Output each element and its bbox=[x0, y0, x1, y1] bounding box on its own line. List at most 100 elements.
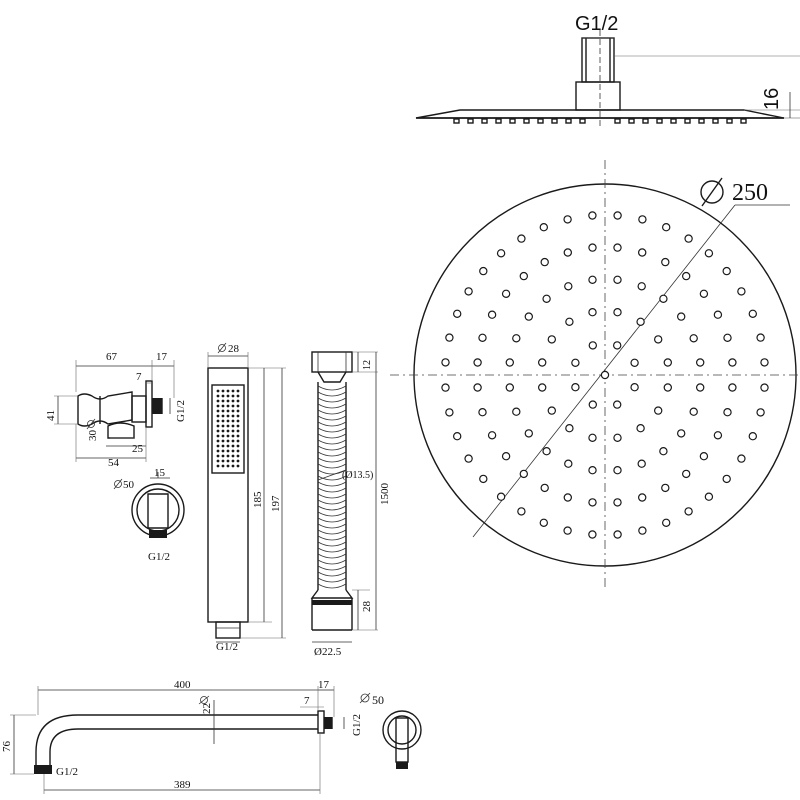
hand-nozzle bbox=[216, 434, 220, 438]
nozzle-hole bbox=[588, 308, 597, 317]
hand-shower: 28 185 197 G1/2 bbox=[207, 342, 286, 653]
nozzle-hole bbox=[588, 498, 597, 507]
nozzle-hole bbox=[540, 483, 549, 493]
holder-dim-41: 41 bbox=[45, 410, 57, 421]
nozzle-hole bbox=[704, 492, 714, 501]
hose-coil bbox=[317, 541, 347, 547]
nozzle-hole bbox=[547, 406, 557, 415]
nozzle-hole bbox=[613, 211, 622, 220]
hand-nozzle bbox=[236, 394, 240, 398]
nozzle-hole bbox=[588, 275, 597, 284]
hand-nozzle bbox=[231, 389, 235, 393]
hand-nozzle bbox=[226, 394, 230, 398]
nozzle-hole bbox=[630, 358, 639, 367]
hand-nozzle bbox=[236, 459, 240, 463]
nozzle-hole bbox=[699, 452, 709, 461]
hand-nozzle bbox=[216, 399, 220, 403]
hose-coil bbox=[317, 445, 347, 451]
arm-dim-d22: 22 bbox=[201, 703, 213, 714]
nozzle-hole bbox=[538, 358, 547, 367]
hose-coil bbox=[317, 403, 347, 409]
hand-nozzle bbox=[221, 409, 225, 413]
hand-nozzle bbox=[231, 449, 235, 453]
hand-nozzle bbox=[221, 449, 225, 453]
wall-holder-front-view: 15 50 G1/2 bbox=[113, 467, 185, 563]
nozzle-hole bbox=[638, 493, 647, 502]
nozzle-hole bbox=[487, 431, 497, 440]
hose-coil bbox=[317, 523, 347, 529]
hose-coil bbox=[317, 577, 347, 583]
hand-nozzle bbox=[226, 404, 230, 408]
nozzle-hole bbox=[501, 289, 511, 298]
nozzle-hole bbox=[445, 333, 454, 342]
nozzle-hole bbox=[588, 243, 597, 252]
nozzle-hole bbox=[588, 211, 597, 220]
hand-nozzle bbox=[236, 449, 240, 453]
hand-nozzle bbox=[226, 429, 230, 433]
holder-front-diameter-50 bbox=[113, 478, 123, 490]
arm-dim-76: 76 bbox=[1, 741, 13, 753]
nozzle-hole bbox=[564, 459, 573, 468]
hand-nozzle bbox=[216, 424, 220, 428]
nozzle-hole bbox=[630, 383, 639, 392]
nozzle-hole bbox=[512, 407, 521, 416]
hose-dim-1500: 1500 bbox=[379, 483, 391, 506]
hand-nozzle bbox=[226, 419, 230, 423]
nozzle-hole bbox=[563, 526, 572, 535]
nozzle-hole bbox=[505, 383, 514, 392]
nozzle-hole bbox=[613, 433, 622, 442]
hand-nozzle bbox=[216, 409, 220, 413]
hand-nozzle bbox=[216, 429, 220, 433]
nozzle-hole bbox=[473, 383, 482, 392]
hand-nozzle bbox=[236, 399, 240, 403]
hand-nozzle-grid bbox=[216, 389, 240, 468]
nozzle-hole bbox=[638, 248, 647, 257]
nozzle-hole bbox=[588, 341, 598, 350]
nozzle-hole bbox=[547, 335, 557, 344]
hand-nozzle bbox=[236, 419, 240, 423]
hose-dim-28: 28 bbox=[361, 601, 373, 613]
nozzle-hole bbox=[636, 424, 645, 433]
hand-nozzle bbox=[236, 444, 240, 448]
hose-coil bbox=[317, 571, 347, 577]
nozzle-hole bbox=[704, 249, 714, 258]
nozzle-hole bbox=[756, 408, 765, 417]
nozzle-hole bbox=[519, 469, 529, 479]
nozzle-hole bbox=[699, 289, 709, 298]
holder-dim-7: 7 bbox=[136, 371, 142, 383]
nozzle-hole bbox=[512, 334, 521, 343]
nozzle-hole bbox=[654, 406, 663, 415]
shower-arm: 400 17 7 22 76 G1/2 G1/2 389 bbox=[1, 679, 363, 794]
hand-nozzle bbox=[226, 444, 230, 448]
nozzle-hole bbox=[479, 474, 488, 484]
hand-nozzle bbox=[236, 389, 240, 393]
hand-nozzle bbox=[231, 419, 235, 423]
nozzle-hole bbox=[565, 317, 574, 326]
hose-coil bbox=[317, 559, 347, 565]
nozzle-hole bbox=[737, 454, 746, 463]
hand-nozzle bbox=[231, 404, 235, 408]
hand-nozzle bbox=[231, 399, 235, 403]
hand-nozzle bbox=[216, 444, 220, 448]
holder-front-dim-15: 15 bbox=[154, 467, 166, 479]
hose-coil bbox=[317, 499, 347, 505]
holder-dim-17: 17 bbox=[156, 351, 168, 363]
nozzle-hole bbox=[565, 424, 574, 433]
hand-nozzle bbox=[231, 444, 235, 448]
hand-nozzle bbox=[231, 429, 235, 433]
hand-nozzle bbox=[226, 439, 230, 443]
nozzle-hole bbox=[445, 408, 454, 417]
nozzle-hole bbox=[464, 454, 473, 463]
nozzle-hole bbox=[748, 432, 758, 441]
hand-nozzle bbox=[221, 439, 225, 443]
nozzle-hole bbox=[501, 452, 511, 461]
hose-coil bbox=[317, 421, 347, 427]
hose-coil bbox=[317, 475, 347, 481]
nozzle-hole bbox=[677, 429, 686, 438]
hand-nozzle bbox=[221, 389, 225, 393]
nozzle-row bbox=[453, 118, 747, 124]
arm-thread-end: G1/2 bbox=[56, 766, 78, 778]
nozzle-hole bbox=[517, 507, 526, 516]
nozzle-hole bbox=[519, 271, 529, 281]
